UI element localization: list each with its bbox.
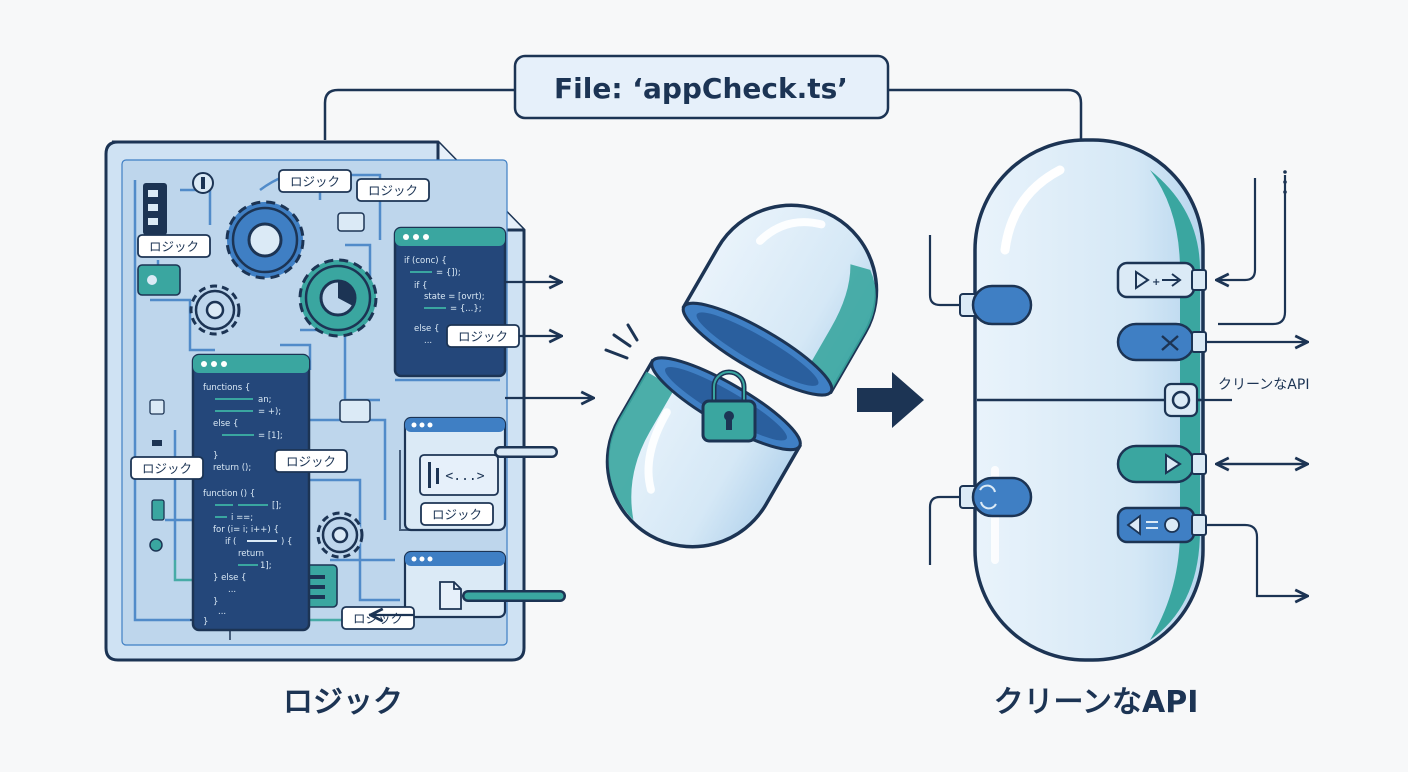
port-right-2 bbox=[1116, 322, 1207, 362]
svg-text:ロジック: ロジック bbox=[290, 174, 340, 189]
bottom-window bbox=[403, 550, 507, 619]
svg-text:ロジック: ロジック bbox=[149, 239, 199, 254]
svg-text:} else {: } else { bbox=[213, 573, 246, 583]
gear-icon-teal bbox=[298, 258, 378, 338]
svg-text:}: } bbox=[203, 617, 208, 627]
svg-text:ロジック: ロジック bbox=[353, 611, 403, 626]
svg-text:= [1];: = [1]; bbox=[258, 431, 283, 441]
port-left-bottom bbox=[959, 476, 1033, 518]
svg-text:ロジック: ロジック bbox=[142, 461, 192, 476]
svg-text:= {...};: = {...}; bbox=[450, 304, 482, 314]
port-left-top bbox=[959, 284, 1033, 326]
port-right-1: + bbox=[1116, 261, 1207, 299]
port-right-3 bbox=[1116, 444, 1207, 484]
svg-text:[];: []; bbox=[272, 501, 282, 511]
gear-icon-bottom bbox=[316, 511, 364, 559]
svg-text:ロジック: ロジック bbox=[432, 507, 482, 522]
svg-text:return: return bbox=[238, 549, 264, 559]
svg-text:else {: else { bbox=[414, 324, 439, 334]
right-caption: クリーンなAPI bbox=[994, 685, 1199, 720]
svg-text:...: ... bbox=[218, 607, 226, 617]
svg-text:<...>: <...> bbox=[445, 469, 484, 484]
dotted-line bbox=[1283, 170, 1287, 194]
svg-text:) {: ) { bbox=[281, 537, 292, 547]
clean-api-capsule: + bbox=[928, 138, 1309, 720]
svg-text:function () {: function () { bbox=[203, 489, 255, 499]
connector-lines bbox=[323, 88, 1083, 140]
svg-text:ロジック: ロジック bbox=[286, 454, 336, 469]
logic-tags: ロジック ロジック ロジック ロジック ロジック ロジック ロジック ロジック bbox=[130, 169, 520, 630]
mini-window: <...> bbox=[403, 416, 507, 532]
gear-icon-large bbox=[225, 200, 305, 280]
file-label: File: ‘appCheck.ts’ bbox=[554, 72, 848, 105]
lock-icon bbox=[701, 369, 757, 443]
file-pipes bbox=[462, 446, 566, 602]
svg-text:ロジック: ロジック bbox=[368, 183, 418, 198]
svg-text:functions {: functions { bbox=[203, 383, 250, 393]
svg-text:1];: 1]; bbox=[260, 561, 272, 571]
file-label-box: File: ‘appCheck.ts’ bbox=[513, 54, 890, 120]
svg-text:ロジック: ロジック bbox=[458, 329, 508, 344]
crack-lines bbox=[604, 323, 639, 360]
svg-text:...: ... bbox=[228, 585, 236, 595]
svg-text:state = [ovrt);: state = [ovrt); bbox=[424, 292, 485, 302]
svg-text:+: + bbox=[1152, 277, 1160, 288]
code-window-top: if (conc) { = {]); if { state = [ovrt); … bbox=[393, 226, 507, 378]
left-caption: ロジック bbox=[283, 685, 403, 720]
right-port-lines bbox=[1197, 175, 1306, 596]
gear-icon-small bbox=[189, 284, 241, 336]
svg-text:return ();: return (); bbox=[213, 463, 251, 473]
broken-capsule bbox=[604, 203, 879, 549]
svg-text:}: } bbox=[213, 451, 218, 461]
port-right-center bbox=[1163, 382, 1199, 418]
code-window-main: functions { an; = +); else { = [1]; } re… bbox=[191, 353, 311, 632]
code-file: if (conc) { = {]); if { state = [ovrt); … bbox=[104, 140, 592, 720]
svg-text:if (conc) {: if (conc) { bbox=[404, 256, 447, 266]
api-side-label: クリーンなAPI bbox=[1218, 377, 1309, 393]
left-port-lines bbox=[928, 235, 960, 565]
svg-text:= +);: = +); bbox=[258, 407, 281, 417]
file-output-arrows bbox=[372, 282, 592, 615]
svg-text:if {: if { bbox=[414, 281, 427, 291]
svg-text:}: } bbox=[213, 597, 218, 607]
port-right-4 bbox=[1116, 506, 1207, 544]
svg-text:i ==;: i ==; bbox=[231, 513, 253, 523]
svg-text:= {]);: = {]); bbox=[436, 268, 461, 278]
svg-text:else {: else { bbox=[213, 419, 238, 429]
transform-arrow bbox=[857, 372, 924, 428]
svg-text:an;: an; bbox=[258, 395, 271, 405]
svg-text:...: ... bbox=[424, 336, 432, 346]
svg-text:for (i= i; i++) {: for (i= i; i++) { bbox=[213, 525, 279, 535]
svg-text:if (: if ( bbox=[225, 537, 236, 547]
